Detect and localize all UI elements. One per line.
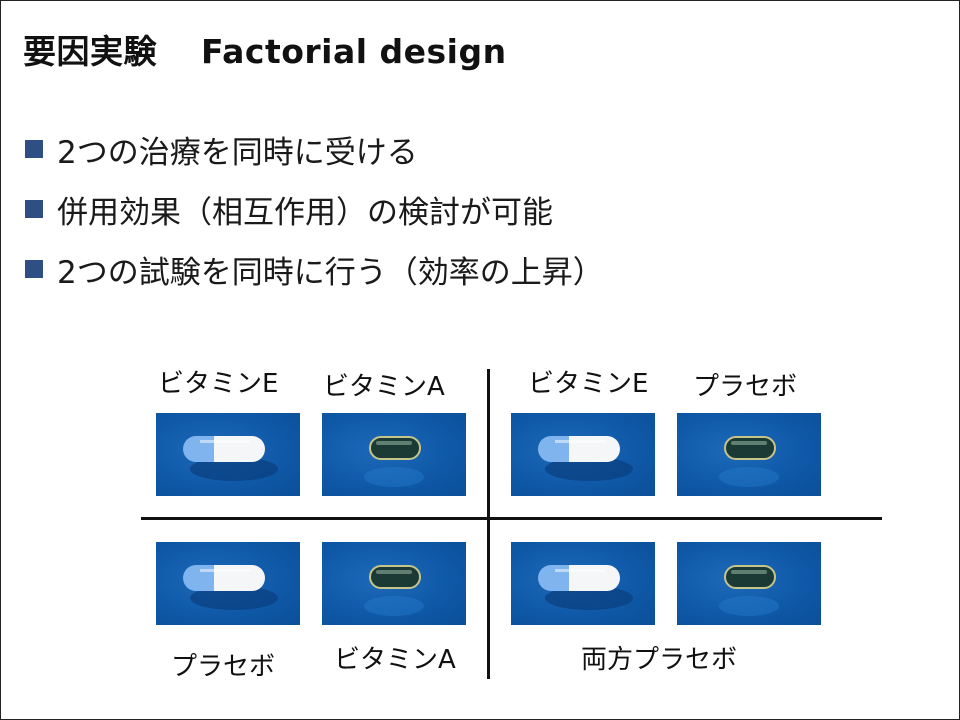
- softgel-icon: [719, 436, 779, 487]
- capsule-icon: [538, 565, 633, 610]
- capsule-image: [511, 542, 655, 625]
- bullet-square-icon: [25, 140, 43, 158]
- capsule-icon: [183, 436, 278, 481]
- bullet-item: 2つの試験を同時に行う（効率の上昇）: [25, 239, 604, 299]
- softgel-icon: [364, 436, 424, 487]
- bullet-item: 2つの治療を同時に受ける: [25, 119, 604, 179]
- title-japanese: 要因実験: [23, 32, 157, 71]
- label-top-right-1: ビタミンE: [528, 369, 649, 399]
- label-bottom-left-2: ビタミンA: [334, 645, 456, 675]
- capsule-image: [511, 413, 655, 496]
- label-bottom-right: 両方プラセボ: [581, 645, 738, 675]
- softgel-image: [677, 413, 821, 496]
- slide-title: 要因実験 Factorial design: [23, 25, 507, 73]
- bullet-text: 併用効果（相互作用）の検討が可能: [57, 194, 553, 231]
- capsule-icon: [538, 436, 633, 481]
- bullet-square-icon: [25, 260, 43, 278]
- softgel-image: [322, 542, 466, 625]
- capsule-icon: [183, 565, 278, 610]
- bullet-item: 併用効果（相互作用）の検討が可能: [25, 179, 604, 239]
- label-bottom-left-1: プラセボ: [171, 652, 276, 682]
- bullet-square-icon: [25, 200, 43, 218]
- bullet-text: 2つの治療を同時に受ける: [57, 134, 418, 171]
- label-top-right-2: プラセボ: [693, 372, 798, 402]
- softgel-image: [322, 413, 466, 496]
- grid-horizontal-divider: [141, 517, 882, 520]
- capsule-image: [156, 542, 300, 625]
- grid-vertical-divider: [487, 369, 490, 679]
- capsule-image: [156, 413, 300, 496]
- title-english: Factorial design: [201, 32, 507, 71]
- label-top-left-2: ビタミンA: [323, 372, 445, 402]
- softgel-icon: [364, 565, 424, 616]
- softgel-image: [677, 542, 821, 625]
- label-top-left-1: ビタミンE: [158, 369, 279, 399]
- softgel-icon: [719, 565, 779, 616]
- bullet-text: 2つの試験を同時に行う（効率の上昇）: [57, 254, 604, 291]
- bullet-list: 2つの治療を同時に受ける 併用効果（相互作用）の検討が可能 2つの試験を同時に行…: [25, 119, 604, 299]
